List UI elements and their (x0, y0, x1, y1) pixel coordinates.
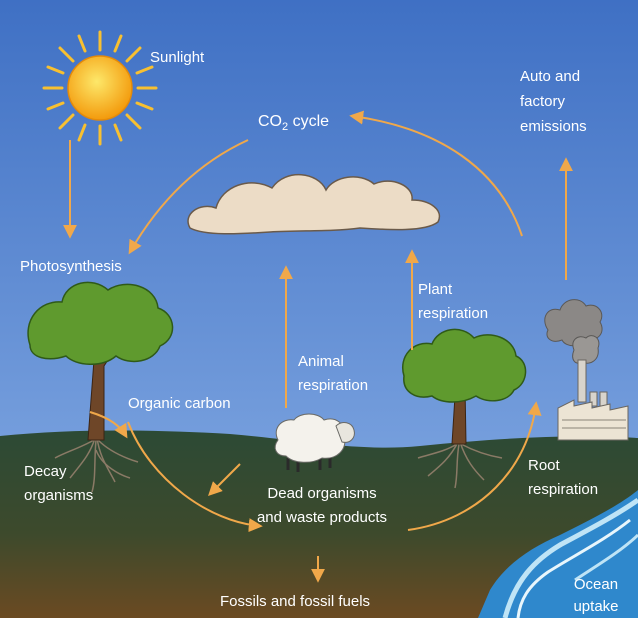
label-sunlight: Sunlight (150, 49, 205, 66)
ground (0, 430, 638, 618)
label-photosynthesis: Photosynthesis (20, 258, 122, 275)
right-tree-roots (417, 441, 503, 489)
label-ocean-uptake: Ocean uptake (573, 576, 619, 615)
ocean (478, 490, 638, 618)
label-co2-subscript: 2 (282, 121, 289, 133)
arrow-cycle-top-left (128, 139, 249, 255)
left-tree (27, 281, 174, 441)
arrow-lower-loop (127, 421, 263, 533)
label-decay-organisms: Decay organisms (24, 463, 94, 504)
right-tree (401, 328, 527, 445)
label-co2-tail: cycle (288, 113, 330, 130)
label-root-respiration: Root respiration (528, 457, 599, 498)
label-dead-organisms: Dead organisms and waste products (256, 485, 388, 526)
sun-icon (42, 30, 158, 146)
cloud (187, 173, 441, 235)
cycle-arrows (63, 110, 573, 583)
label-co2-cycle: CO2 cycle (258, 112, 329, 137)
label-co2-main: CO (258, 113, 282, 130)
label-auto-factory-emissions: Auto and factory emissions (520, 68, 587, 135)
label-animal-respiration: Animal respiration (298, 353, 369, 394)
arrow-cycle-top-right (349, 110, 523, 237)
arrow-root-loop (407, 401, 542, 531)
factory-icon (544, 299, 629, 441)
sheep-icon (274, 413, 355, 472)
arrow-to-dead-organisms (208, 463, 241, 496)
arrow-decay (89, 411, 128, 439)
label-organic-carbon: Organic carbon (128, 395, 231, 412)
label-plant-respiration: Plant respiration (418, 281, 489, 322)
left-tree-roots (54, 437, 139, 493)
label-fossils: Fossils and fossil fuels (220, 593, 371, 610)
